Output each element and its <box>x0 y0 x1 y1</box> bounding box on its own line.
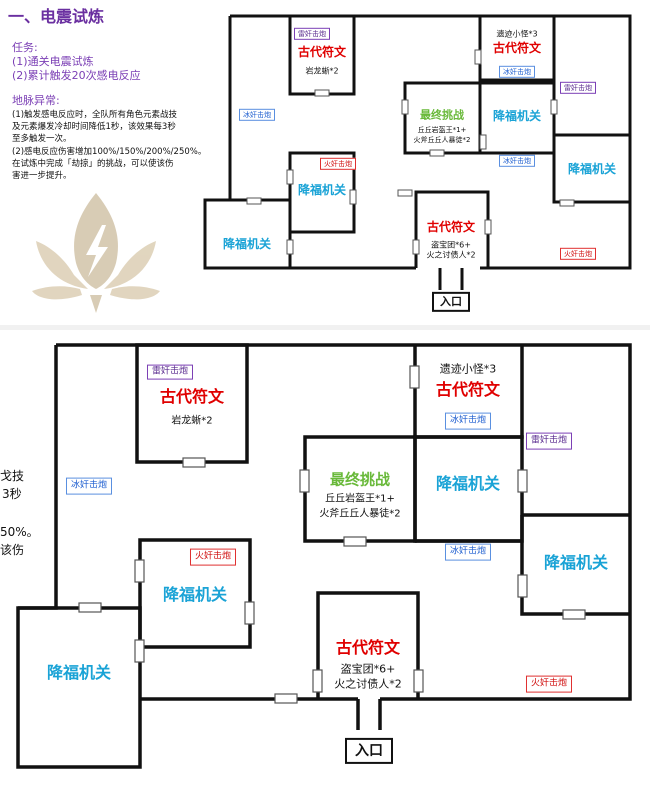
bottom-map-panel: 戈技 3秒 50%。 该伤 雷奸击炮 古代符文 岩龙蜥*2 遗迹小怪*3 古代符… <box>0 330 650 787</box>
cropped-text-1: 戈技 <box>0 469 25 483</box>
pyro-cannon-badge: 火奸击炮 <box>320 157 356 171</box>
anomaly-2-line-1: (2)感电反应伤害增加100%/150%/200%/250%。 <box>12 147 207 157</box>
ancient-rune-label: 古代符文 <box>335 637 401 657</box>
boon-mechanism-label: 降福机关 <box>162 584 228 604</box>
boon-mechanism-label: 降福机关 <box>297 183 347 198</box>
final-challenge-label: 最终挑战 <box>420 108 464 122</box>
geovishap-label: 岩龙蜥*2 <box>171 415 213 427</box>
boon-mechanism-label: 降福机关 <box>46 662 112 682</box>
electro-cannon-badge: 雷奸击炮 <box>525 432 573 450</box>
anomaly-1-line-3: 至多触发一次。 <box>12 134 72 144</box>
entrance-marker: 入口 <box>345 737 393 765</box>
task-item-1: (1)通关电震试炼 <box>12 55 94 68</box>
pyro-cannon-badge: 火奸击炮 <box>560 247 596 261</box>
anomaly-1-line-1: (1)触发感电反应时，全队所有角色元素战技 <box>12 110 178 120</box>
boon-mechanism-label: 降福机关 <box>222 237 272 252</box>
ancient-rune-label: 古代符文 <box>492 41 542 56</box>
ruin-monsters-label: 遗迹小怪*3 <box>439 362 497 376</box>
lightning-emblem-icon <box>32 193 160 313</box>
boon-mechanism-label: 降福机关 <box>435 473 501 493</box>
boon-mechanism-label: 降福机关 <box>492 109 542 124</box>
cryo-cannon-badge: 冰奸击炮 <box>444 412 492 430</box>
final-enemy-2: 火斧丘丘人暴徒*2 <box>413 135 471 144</box>
ruin-monsters-label: 遗迹小怪*3 <box>496 29 538 39</box>
anomaly-1-line-2: 及元素爆发冷却时间降低1秒，该效果每3秒 <box>12 122 176 132</box>
bottom-map-walls <box>16 343 632 769</box>
cropped-text-2: 3秒 <box>2 487 22 501</box>
ancient-rune-label: 古代符文 <box>426 220 476 235</box>
cropped-text-3: 50%。 <box>0 525 39 539</box>
ancient-rune-label: 古代符文 <box>435 379 501 399</box>
cryo-cannon-badge: 冰奸击炮 <box>65 477 113 495</box>
top-map-panel: 一、电震试炼 任务: (1)通关电震试炼 (2)累计触发20次感电反应 地脉异常… <box>0 0 650 325</box>
entrance-marker: 入口 <box>432 291 470 313</box>
cropped-text-4: 该伤 <box>0 543 25 557</box>
bottom-enemy-2: 火之讨债人*2 <box>426 250 476 260</box>
electro-cannon-badge: 雷奸击炮 <box>294 27 330 41</box>
geovishap-label: 岩龙蜥*2 <box>305 66 339 76</box>
pyro-cannon-badge: 火奸击炮 <box>525 675 573 693</box>
bottom-enemy-1: 盗宝团*6+ <box>340 662 396 676</box>
ancient-rune-label: 古代符文 <box>159 386 225 406</box>
anomaly-2-line-3: 害进一步提升。 <box>12 171 72 181</box>
top-map-walls <box>203 14 632 290</box>
cryo-cannon-badge: 冰奸击炮 <box>239 108 275 122</box>
anomaly-2-line-2: 在试炼中完成「劫掠」的挑战，可以使该伤 <box>12 159 174 169</box>
boon-mechanism-label: 降福机关 <box>567 162 617 177</box>
boon-mechanism-label: 降福机关 <box>543 552 609 572</box>
trial-heading: 一、电震试炼 <box>8 7 105 26</box>
task-item-2: (2)累计触发20次感电反应 <box>12 69 141 82</box>
bottom-enemy-1: 盗宝团*6+ <box>431 240 471 250</box>
final-enemy-1: 丘丘岩盔王*1+ <box>325 493 395 505</box>
cryo-cannon-badge: 冰奸击炮 <box>444 543 492 561</box>
electro-cannon-badge: 雷奸击炮 <box>146 364 194 380</box>
final-enemy-2: 火斧丘丘人暴徒*2 <box>319 508 401 520</box>
task-label: 任务: <box>12 41 38 54</box>
cryo-cannon-badge: 冰奸击炮 <box>499 65 535 79</box>
panel-separator <box>0 325 650 330</box>
final-challenge-label: 最终挑战 <box>329 470 391 489</box>
bottom-enemy-2: 火之讨债人*2 <box>334 677 402 691</box>
ancient-rune-label: 古代符文 <box>297 45 347 60</box>
pyro-cannon-badge: 火奸击炮 <box>189 548 237 566</box>
anomaly-label: 地脉异常: <box>12 94 60 107</box>
final-enemy-1: 丘丘岩盔王*1+ <box>417 125 467 134</box>
cryo-cannon-badge: 冰奸击炮 <box>499 154 535 168</box>
electro-cannon-badge: 雷奸击炮 <box>560 81 596 95</box>
